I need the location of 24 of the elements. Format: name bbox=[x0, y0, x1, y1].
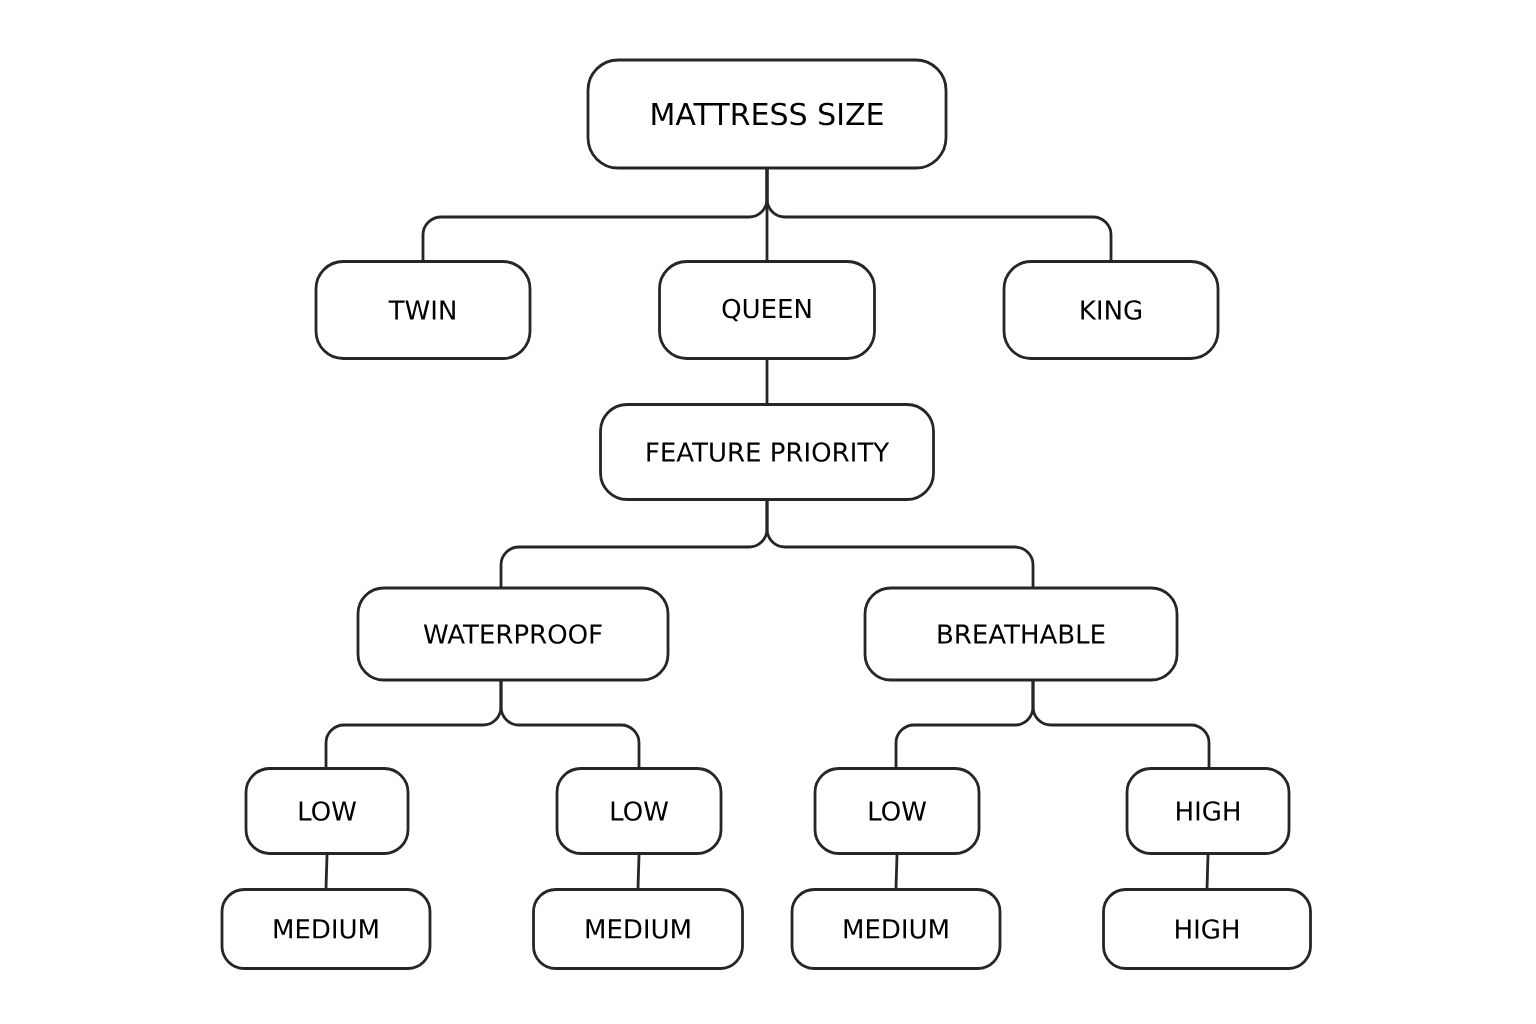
process-box: LOW bbox=[555, 767, 723, 855]
connector-line bbox=[765, 168, 1113, 262]
process-box: MEDIUM bbox=[220, 888, 432, 970]
process-box: MATTRESS SIZE bbox=[586, 58, 948, 170]
connector-line bbox=[894, 854, 899, 889]
process-box: LOW bbox=[813, 767, 981, 855]
process-box: TWIN bbox=[314, 260, 532, 360]
process-box: MEDIUM bbox=[532, 888, 744, 970]
connector-line bbox=[499, 680, 641, 769]
process-box: QUEEN bbox=[658, 260, 876, 360]
process-box: WATERPROOF bbox=[356, 586, 670, 682]
connector-line bbox=[1031, 680, 1211, 769]
connector-line bbox=[636, 854, 641, 889]
process-box: FEATURE PRIORITY bbox=[599, 403, 935, 501]
process-box: LOW bbox=[244, 767, 410, 855]
process-box: KING bbox=[1002, 260, 1220, 360]
connector-line bbox=[324, 854, 329, 889]
process-box: BREATHABLE bbox=[863, 586, 1179, 682]
connector-line bbox=[765, 499, 1035, 588]
process-box: MEDIUM bbox=[790, 888, 1002, 970]
process-box: HIGH bbox=[1125, 767, 1291, 855]
connector-line bbox=[765, 359, 769, 404]
process-box: HIGH bbox=[1102, 888, 1312, 970]
connector-line bbox=[1205, 854, 1210, 889]
